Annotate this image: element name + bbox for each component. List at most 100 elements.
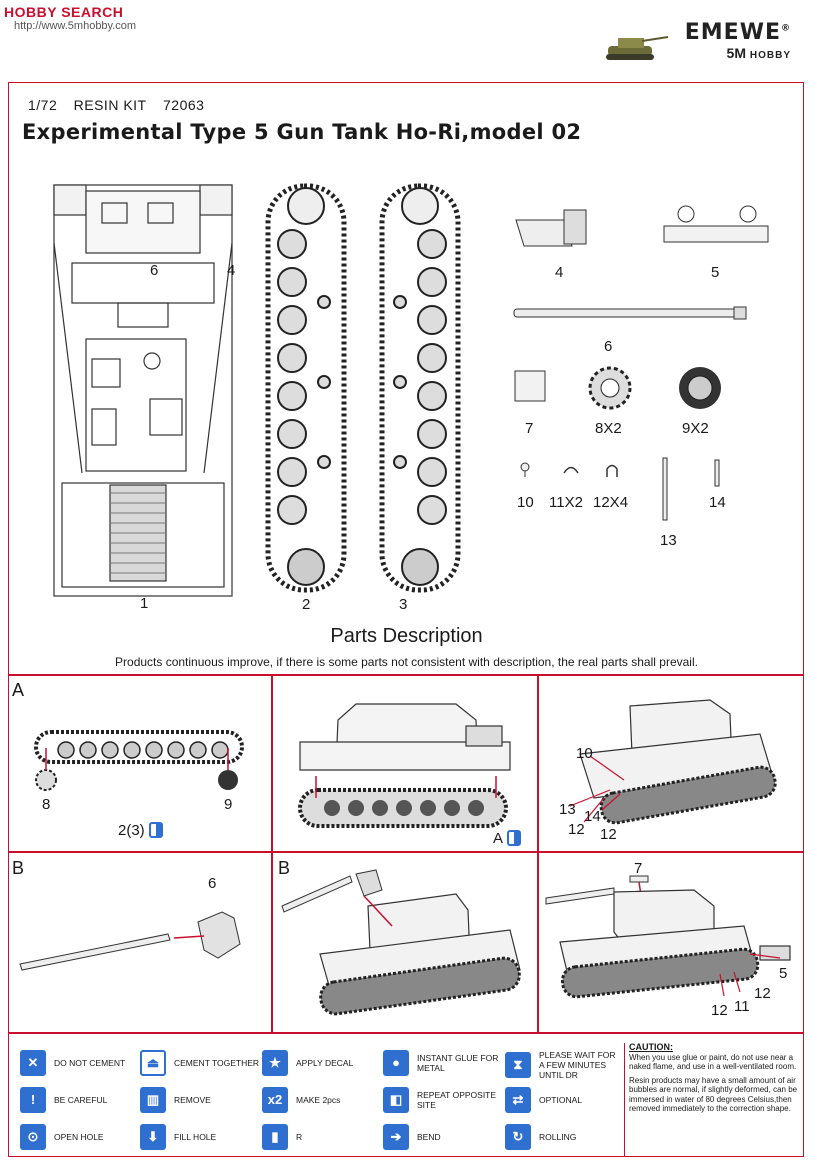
step-a-track-ref: 2(3): [118, 822, 163, 839]
parts-description-note: Products continuous improve, if there is…: [115, 655, 698, 669]
step-b-gun-drawing: [19, 911, 241, 971]
step-a-label: A: [12, 680, 25, 700]
step-a-track-drawing: [34, 730, 244, 791]
part-4-label: 4: [555, 264, 564, 281]
step-a-detail-drawing: [569, 699, 777, 825]
step-b-assembly-drawing: [281, 869, 521, 1016]
part-5-drawing: [663, 205, 769, 243]
legend-open-hole: ⊙OPEN HOLE: [20, 1124, 134, 1150]
part-7-label: 7: [525, 420, 534, 437]
r-icon: ▮: [262, 1124, 288, 1150]
hull-callout-four: 4: [227, 262, 236, 279]
part-9-drawing: [679, 367, 721, 409]
instruction-sheet: [8, 82, 804, 1157]
kit-scale: 1/72: [28, 97, 58, 113]
hull-top-drawing: [53, 184, 233, 597]
step-a-idler-label: 9: [224, 796, 233, 813]
website-url[interactable]: http://www.5mhobby.com: [14, 20, 137, 32]
part-5-label: 5: [711, 264, 720, 281]
part-8-label: 8X2: [595, 420, 622, 437]
optional-icon: ⇄: [505, 1087, 531, 1113]
part-6-drawing: [513, 306, 747, 320]
step-b-part-label: 6: [208, 875, 217, 892]
part-11-label: 11X2: [549, 494, 583, 511]
part-6-label: 6: [604, 338, 613, 355]
step-a-callout-10: 10: [576, 745, 593, 762]
caution-box: CAUTION: When you use glue or paint, do …: [624, 1042, 802, 1156]
legend-be-careful: !BE CAREFUL: [20, 1087, 134, 1113]
track-left-drawing: [265, 183, 347, 593]
track-right-drawing: [379, 183, 461, 593]
legend-remove: ▥REMOVE: [140, 1087, 260, 1113]
legend-cement-together: ⏏CEMENT TOGETHER: [140, 1050, 260, 1076]
step-b-callout-12b: 12: [711, 1002, 728, 1019]
kit-info: 1/72 RESIN KIT 72063: [28, 97, 216, 113]
make-two-icon: x2: [262, 1087, 288, 1113]
step-a-callout-12a: 12: [568, 821, 585, 838]
bend-icon: ➔: [383, 1124, 409, 1150]
step-b-callout-12a: 12: [754, 985, 771, 1002]
kit-number: 72063: [163, 97, 205, 113]
legend-bend: ➔BEND: [383, 1124, 501, 1150]
caution-title: CAUTION:: [629, 1042, 673, 1052]
step-a-sprocket-label: 8: [42, 796, 51, 813]
part-11-drawing: [563, 466, 579, 474]
step-b-label-2: B: [278, 858, 291, 878]
part-4-drawing: [515, 209, 587, 247]
open-hole-icon: ⊙: [20, 1124, 46, 1150]
legend-fill-hole: ⬇FILL HOLE: [140, 1124, 260, 1150]
legend-r: ▮R: [262, 1124, 380, 1150]
watermark: HOBBY SEARCH: [4, 4, 124, 20]
step-b-callout-11: 11: [734, 998, 750, 1015]
repeat-opposite-icon: [507, 830, 522, 846]
brand-logo: EMEWE® 5M HOBBY: [684, 20, 791, 61]
part-12-drawing: [606, 464, 618, 477]
legend-please-wait: ⧗PLEASE WAIT FOR A FEW MINUTES UNTIL DR: [505, 1050, 621, 1080]
repeat-opposite-icon: ◧: [383, 1087, 409, 1113]
step-a-ref-label: A: [493, 830, 522, 847]
part-14-drawing: [714, 459, 720, 487]
cement-together-icon: ⏏: [140, 1050, 166, 1076]
divider-col-1: [271, 674, 273, 1032]
hull-callout-six: 6: [150, 262, 159, 279]
part-10-label: 10: [517, 494, 534, 511]
step-b-label: B: [12, 858, 25, 878]
divider-col-2: [537, 674, 539, 1032]
tank-photo-icon: [606, 36, 669, 60]
rolling-icon: ↻: [505, 1124, 531, 1150]
step-a-callout-14: 14: [584, 808, 601, 825]
instant-glue-icon: ●: [383, 1050, 409, 1076]
legend-optional: ⇄OPTIONAL: [505, 1087, 621, 1113]
part-3-label: 3: [399, 596, 408, 613]
legend-apply-decal: ★APPLY DECAL: [262, 1050, 380, 1076]
legend-repeat-opposite: ◧REPEAT OPPOSITE SITE: [383, 1087, 501, 1113]
step-b-callout-7: 7: [634, 860, 643, 877]
part-7-drawing: [514, 370, 546, 402]
part-8-drawing: [588, 366, 632, 410]
divider-bottom: [8, 1032, 804, 1034]
step-b-detail-drawing: [545, 875, 791, 999]
part-14-label: 14: [709, 494, 726, 511]
step-a-callout-12b: 12: [600, 826, 617, 843]
part-1-label: 1: [140, 595, 149, 612]
do-not-cement-icon: ✕: [20, 1050, 46, 1076]
part-13-drawing: [662, 457, 668, 521]
legend-rolling: ↻ROLLING: [505, 1124, 621, 1150]
remove-icon: ▥: [140, 1087, 166, 1113]
be-careful-icon: !: [20, 1087, 46, 1113]
caution-text-1: When you use glue or paint, do not use n…: [629, 1052, 797, 1072]
caution-text-2: Resin products may have a small amount o…: [629, 1075, 798, 1114]
step-a-assembly-drawing: [298, 703, 511, 828]
please-wait-icon: ⧗: [505, 1052, 531, 1078]
part-9-label: 9X2: [682, 420, 709, 437]
part-10-drawing: [520, 462, 530, 477]
kit-material: RESIN KIT: [73, 97, 147, 113]
repeat-opposite-icon: [148, 822, 163, 838]
part-2-label: 2: [302, 596, 311, 613]
divider-middle: [8, 851, 804, 853]
fill-hole-icon: ⬇: [140, 1124, 166, 1150]
parts-description-title: Parts Description: [330, 625, 483, 647]
kit-title: Experimental Type 5 Gun Tank Ho-Ri,model…: [22, 120, 582, 144]
legend-instant-glue: ●INSTANT GLUE FOR METAL: [383, 1050, 501, 1076]
